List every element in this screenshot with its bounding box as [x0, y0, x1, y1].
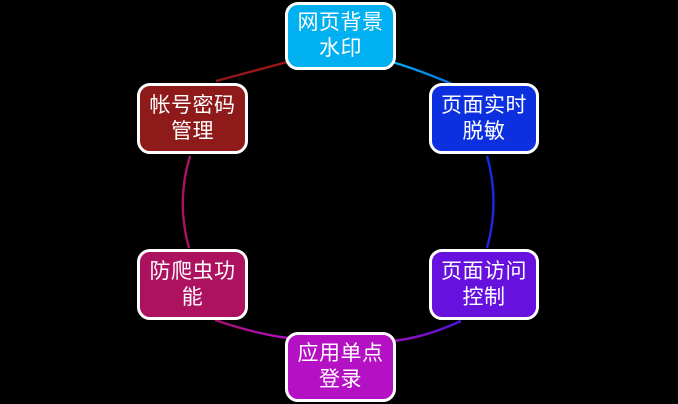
- node-web-page-background-watermark[interactable]: 网页背景 水印: [285, 2, 396, 70]
- node-label: 网页背景 水印: [297, 10, 384, 60]
- connector-anti-crawler-to-account: [181, 155, 192, 249]
- node-label: 防爬虫功 能: [149, 258, 236, 309]
- node-label: 页面访问 控制: [441, 258, 527, 309]
- node-page-realtime-masking[interactable]: 页面实时 脱敏: [429, 83, 539, 154]
- node-account-password-management[interactable]: 帐号密码 管理: [137, 83, 248, 154]
- connector-sso-to-anti-crawler: [214, 318, 289, 340]
- node-label: 页面实时 脱敏: [441, 92, 527, 143]
- connector-masking-to-access-control: [485, 155, 495, 249]
- node-label: 应用单点 登录: [297, 341, 384, 391]
- node-page-access-control[interactable]: 页面访问 控制: [429, 249, 539, 320]
- node-label: 帐号密码 管理: [149, 92, 236, 143]
- node-anti-crawler-function[interactable]: 防爬虫功 能: [137, 249, 248, 320]
- node-application-single-sign-on[interactable]: 应用单点 登录: [285, 332, 396, 402]
- connector-account-to-watermark: [215, 59, 292, 83]
- connector-access-control-to-sso: [391, 319, 462, 343]
